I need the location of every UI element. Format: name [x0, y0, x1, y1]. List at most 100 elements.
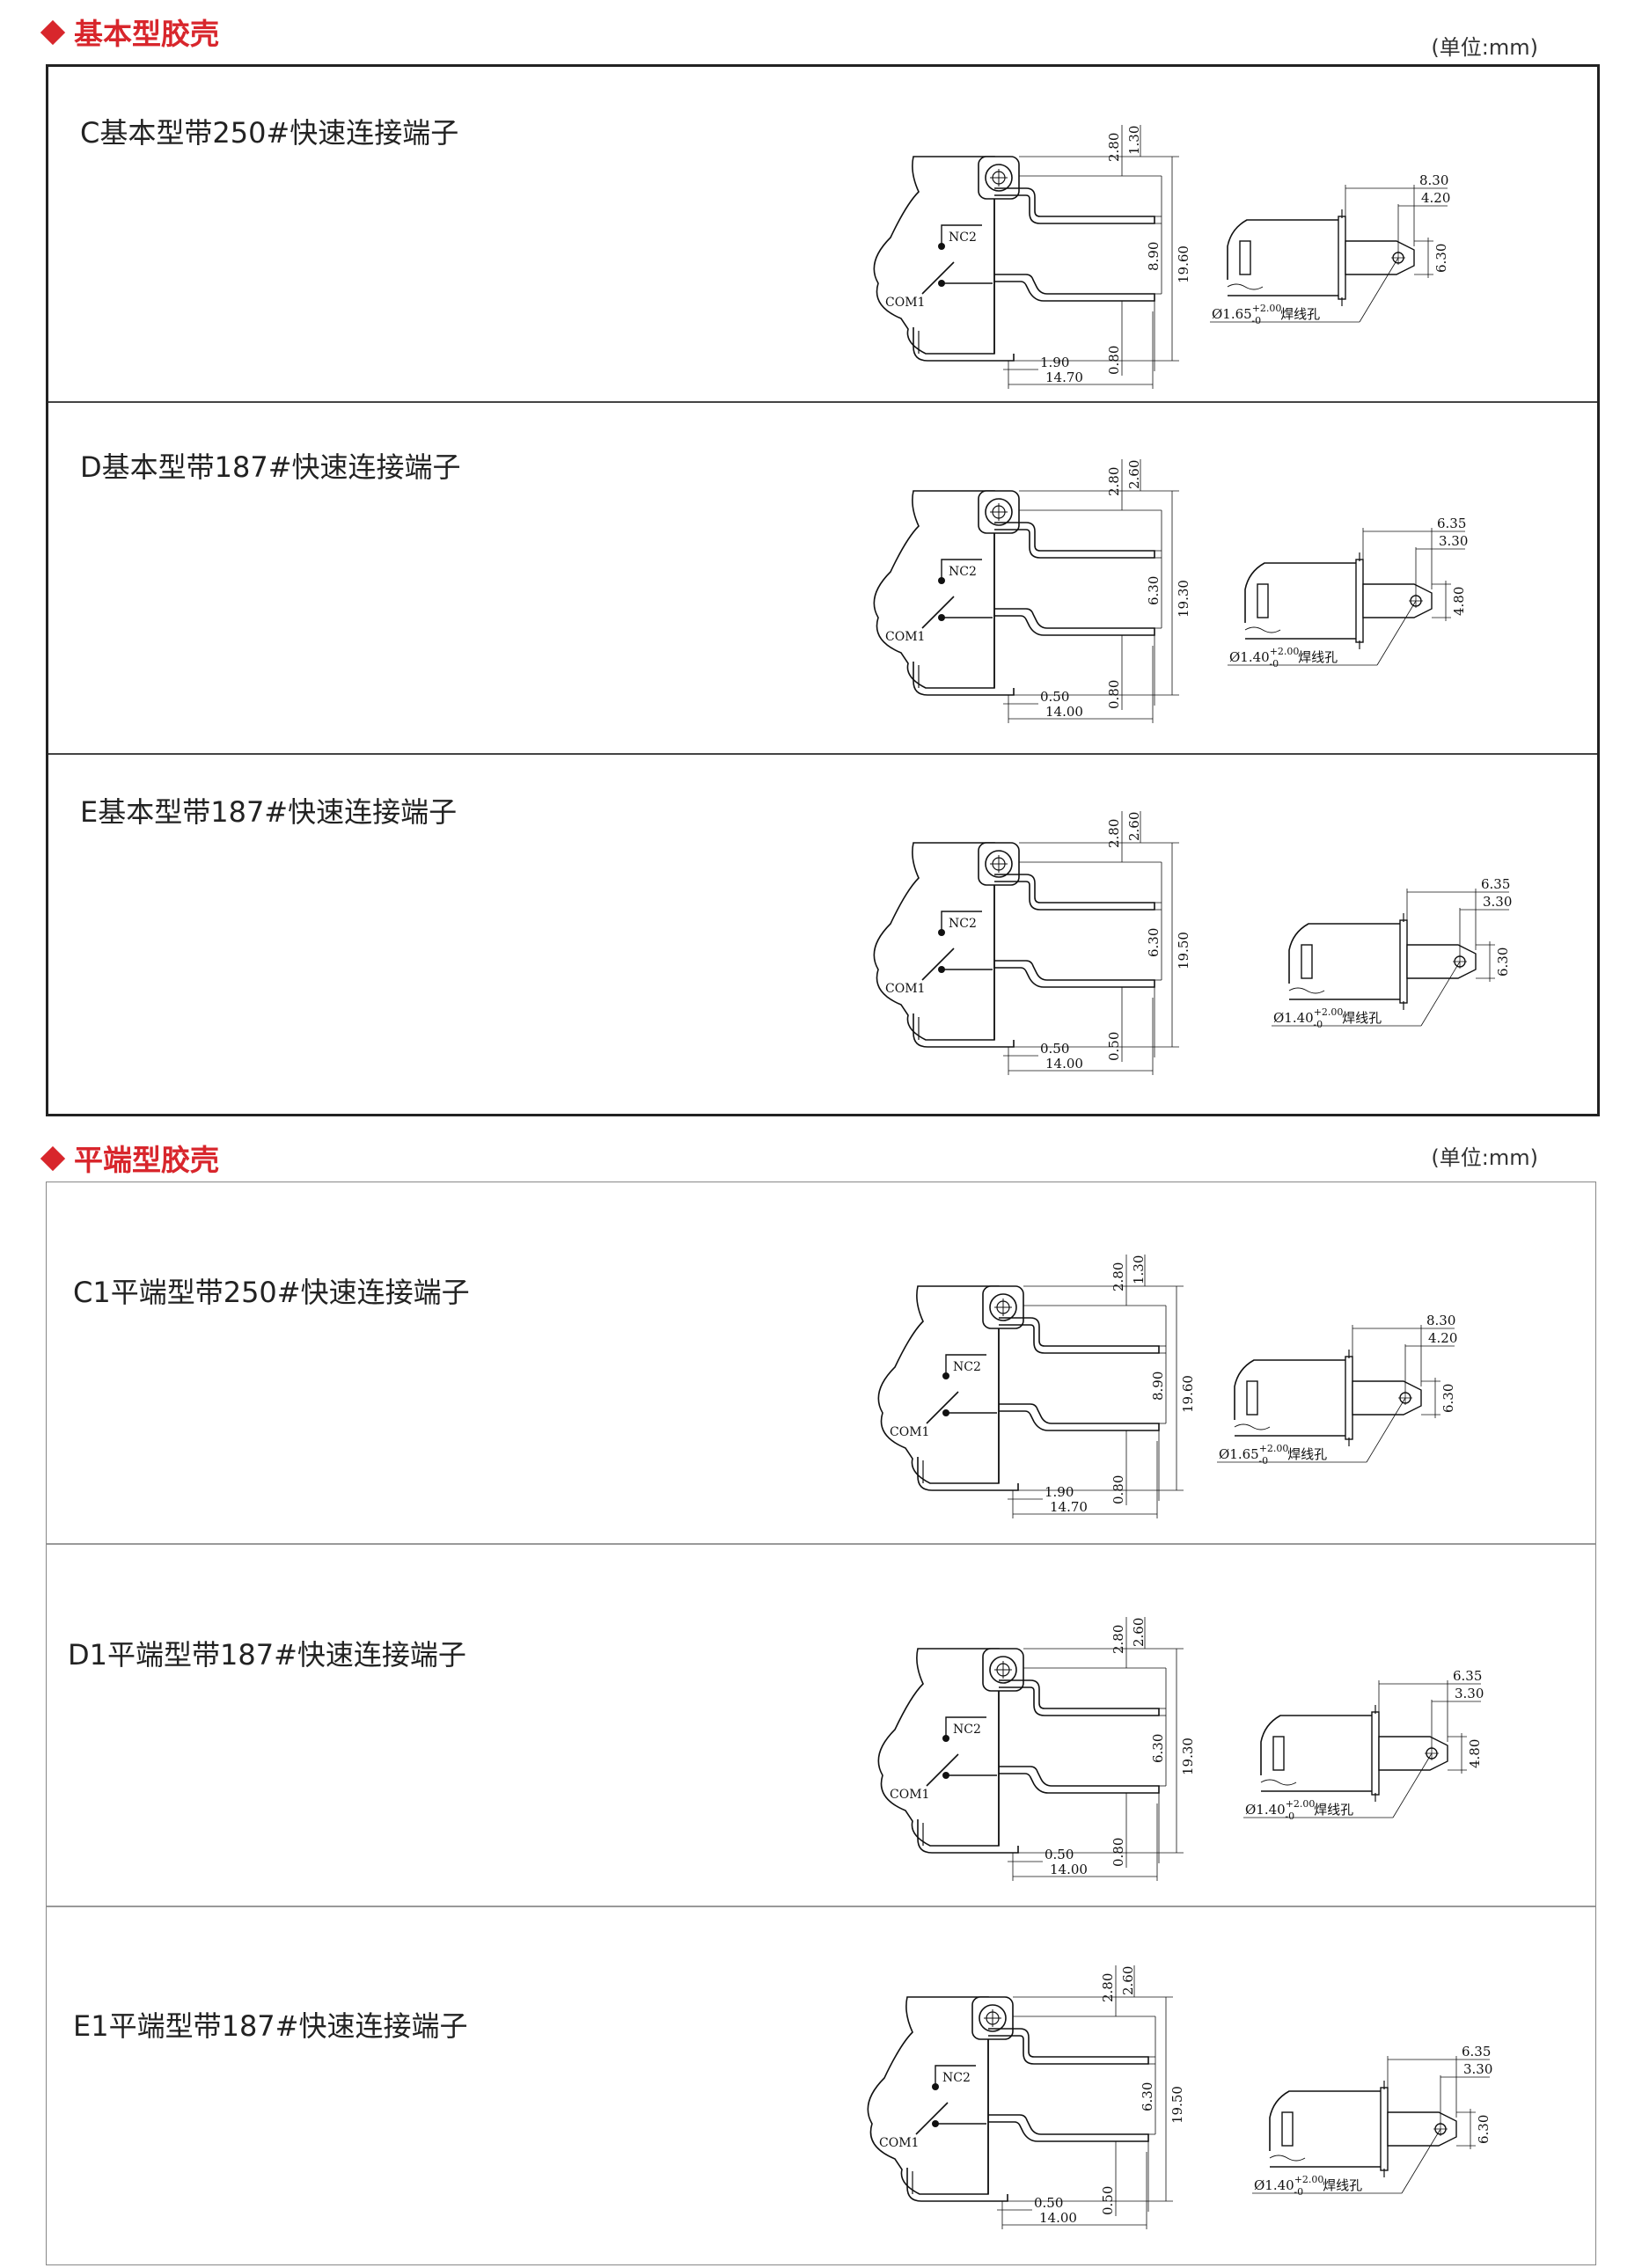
- break-line: [1288, 987, 1325, 994]
- leader-line: [1392, 1752, 1433, 1818]
- row-label: C基本型带250#快速连接端子: [80, 116, 459, 150]
- dim-b1: 0.50: [1045, 1847, 1074, 1862]
- dim-low: 0.80: [1106, 680, 1122, 709]
- end-flange: [1338, 216, 1346, 300]
- switch-arm: [926, 1391, 959, 1424]
- row-label: E1平端型带187#快速连接端子: [73, 2009, 468, 2043]
- terminal-lower: [999, 1403, 1160, 1431]
- dim-h: 4.80: [1451, 587, 1467, 616]
- com-label: COM1: [885, 630, 925, 644]
- dim-top2: 1.30: [1131, 1255, 1147, 1284]
- end-flange: [1345, 1356, 1353, 1440]
- dim-w1: 6.35: [1453, 1668, 1482, 1684]
- dim-top2: 1.30: [1126, 126, 1142, 155]
- dim-h: 4.80: [1467, 1739, 1483, 1768]
- dim-mid: 6.30: [1146, 576, 1162, 605]
- end-housing: [1269, 2090, 1383, 2168]
- end-slot: [1281, 2111, 1294, 2147]
- dim-h: 6.30: [1495, 947, 1511, 977]
- housing-outline: [873, 490, 995, 689]
- nc-label: NC2: [953, 1360, 981, 1374]
- dim-w1: 6.35: [1437, 516, 1466, 531]
- com-label: COM1: [885, 982, 925, 996]
- bottom-bracket: [917, 1457, 1019, 1491]
- end-slot: [1239, 240, 1251, 275]
- end-tab: [1406, 944, 1477, 979]
- dim-w1: 6.35: [1481, 876, 1510, 892]
- dim-b2: 14.00: [1039, 2210, 1077, 2226]
- dim-mid: 6.30: [1140, 2082, 1155, 2111]
- bottom-bracket: [917, 1819, 1019, 1854]
- dim-tall: 19.50: [1169, 2086, 1185, 2124]
- terminal-upper: [994, 522, 1155, 559]
- end-tab: [1378, 1736, 1448, 1771]
- row-label: E基本型带187#快速连接端子: [80, 795, 458, 829]
- dim-h: 6.30: [1440, 1384, 1456, 1413]
- com-label: COM1: [879, 2136, 919, 2150]
- switch-arm: [915, 2102, 949, 2135]
- unit-note-flat: (单位:mm): [1431, 1145, 1538, 1170]
- housing-outline: [877, 1648, 1000, 1847]
- dim-w2: 3.30: [1439, 533, 1468, 549]
- bottom-bracket: [913, 1013, 1015, 1048]
- leader-line: [1366, 1397, 1406, 1463]
- nc-lead: [935, 2065, 976, 2087]
- terminal-lower: [988, 2114, 1149, 2142]
- dim-b1: 1.90: [1040, 355, 1069, 370]
- nc-lead: [941, 559, 982, 581]
- break-line: [1227, 283, 1264, 290]
- nc-lead: [941, 911, 982, 933]
- dim-b2: 14.00: [1050, 1862, 1088, 1877]
- dim-mid: 8.90: [1146, 242, 1162, 271]
- end-tab: [1352, 1380, 1422, 1416]
- dim-h: 6.30: [1433, 244, 1449, 273]
- dim-tall: 19.60: [1180, 1375, 1196, 1413]
- mounting-hole: [989, 1293, 1017, 1321]
- mounting-hole: [985, 850, 1013, 878]
- nc-label: NC2: [953, 1723, 981, 1737]
- unit-note-basic: (单位:mm): [1431, 35, 1538, 60]
- nc-lead: [945, 1716, 986, 1738]
- dim-b2: 14.70: [1045, 369, 1083, 385]
- end-housing: [1244, 562, 1359, 640]
- break-line: [1234, 1423, 1271, 1430]
- end-housing: [1227, 219, 1341, 296]
- leader-line: [1420, 961, 1461, 1027]
- nc-label: NC2: [949, 565, 977, 579]
- end-flange: [1399, 919, 1408, 1004]
- break-line: [1269, 2155, 1306, 2162]
- switch-arm: [926, 1753, 959, 1787]
- terminal-upper: [999, 1317, 1160, 1354]
- dim-tall: 19.30: [1176, 580, 1191, 618]
- dim-top2: 2.60: [1126, 460, 1142, 489]
- dim-b2: 14.00: [1045, 704, 1083, 720]
- dim-top1: 2.80: [1100, 1973, 1116, 2002]
- dim-tall: 19.60: [1176, 245, 1191, 283]
- terminal-upper: [994, 187, 1155, 224]
- end-slot: [1272, 1736, 1285, 1771]
- end-housing: [1260, 1715, 1374, 1792]
- terminal-upper: [994, 874, 1155, 911]
- dim-top1: 2.80: [1106, 467, 1122, 496]
- diamond-icon: [40, 19, 66, 46]
- dim-top1: 2.80: [1111, 1262, 1126, 1291]
- dim-low: 0.80: [1111, 1475, 1126, 1504]
- dim-w2: 3.30: [1483, 894, 1512, 910]
- dim-b2: 14.70: [1050, 1499, 1088, 1515]
- terminal-upper: [999, 1679, 1160, 1716]
- end-flange: [1371, 1711, 1380, 1796]
- dim-w2: 4.20: [1428, 1330, 1457, 1346]
